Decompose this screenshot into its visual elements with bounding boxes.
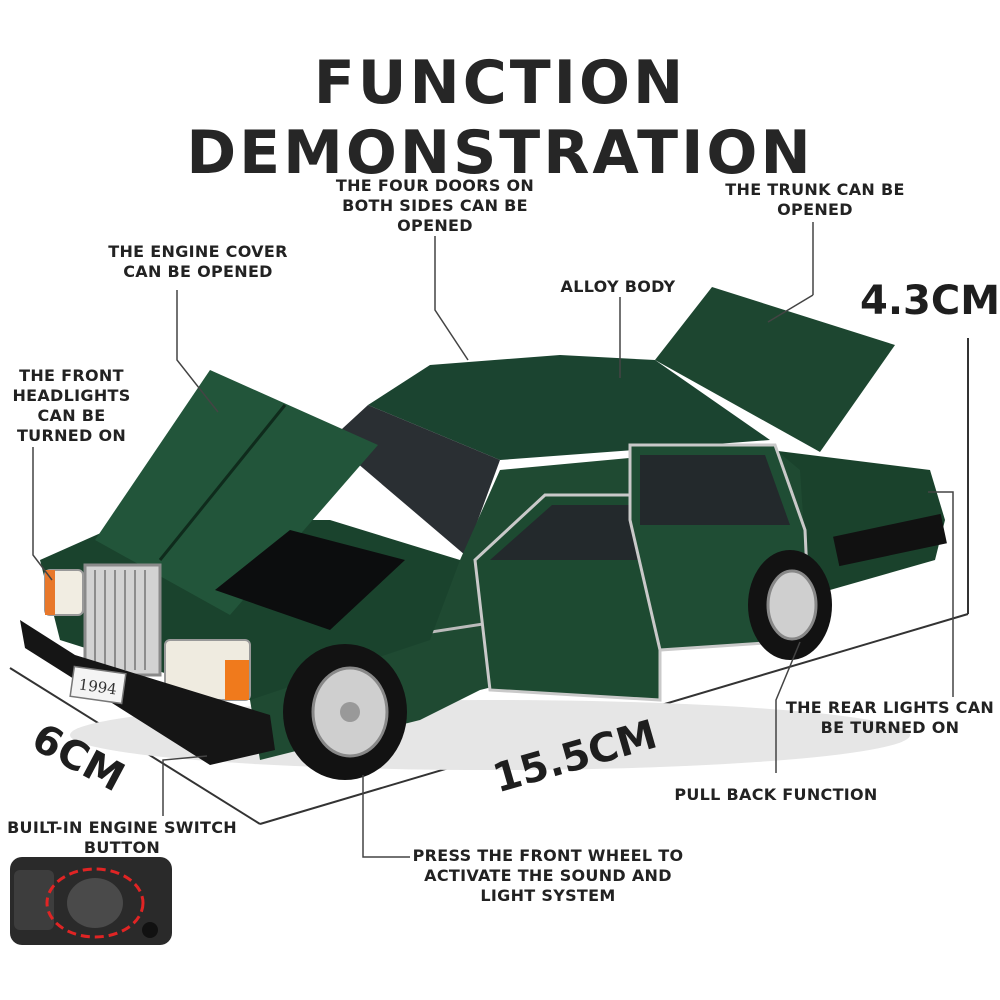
rear-door-window — [640, 455, 790, 525]
rearlight-callout-line — [928, 491, 954, 697]
callout-lines — [32, 222, 954, 858]
license-plate — [69, 665, 127, 705]
rear-wheel — [748, 550, 832, 660]
wheel-callout-line — [362, 775, 410, 858]
label-rear-lights: THE REAR LIGHTS CAN BE TURNED ON — [785, 698, 995, 737]
pullback-callout-line — [775, 641, 801, 773]
switch-callout-line — [162, 755, 208, 816]
front-door-window — [490, 505, 650, 560]
label-engine-switch: BUILT-IN ENGINE SWITCH BUTTON — [7, 818, 237, 857]
label-doors: THE FOUR DOORS ON BOTH SIDES CAN BE OPEN… — [335, 176, 535, 235]
engine-switch-inset — [10, 857, 172, 945]
label-pull-back: PULL BACK FUNCTION — [674, 785, 878, 804]
front-bumper — [20, 620, 275, 765]
label-front-wheel: PRESS THE FRONT WHEEL TO ACTIVATE THE SO… — [412, 846, 684, 905]
rear-body — [770, 450, 945, 590]
windshield — [330, 405, 500, 555]
label-alloy-body: ALLOY BODY — [560, 277, 676, 296]
car-roof — [368, 355, 770, 460]
label-trunk: THE TRUNK CAN BE OPENED — [725, 180, 905, 219]
front-grille — [83, 563, 162, 677]
headlight-callout-line — [32, 447, 53, 581]
grille-bars — [94, 570, 146, 670]
doors-callout-line — [434, 236, 469, 361]
label-engine-cover: THE ENGINE COVER CAN BE OPENED — [108, 242, 288, 281]
label-headlights: THE FRONT HEADLIGHTS CAN BE TURNED ON — [12, 366, 131, 445]
dimension-height: 4.3CM — [860, 278, 1000, 324]
hood-callout-line — [176, 290, 219, 413]
front-wheel — [283, 644, 407, 780]
engine-bay — [215, 530, 405, 630]
trunk-lid — [655, 287, 895, 452]
turn-signal — [225, 660, 249, 700]
license-plate-text: 1994 — [78, 675, 118, 698]
page-title: FUNCTION DEMONSTRATION — [186, 48, 814, 188]
switch-highlight-circle — [45, 867, 145, 939]
trunk-callout-line — [767, 294, 814, 323]
rear-bumper — [833, 513, 947, 567]
